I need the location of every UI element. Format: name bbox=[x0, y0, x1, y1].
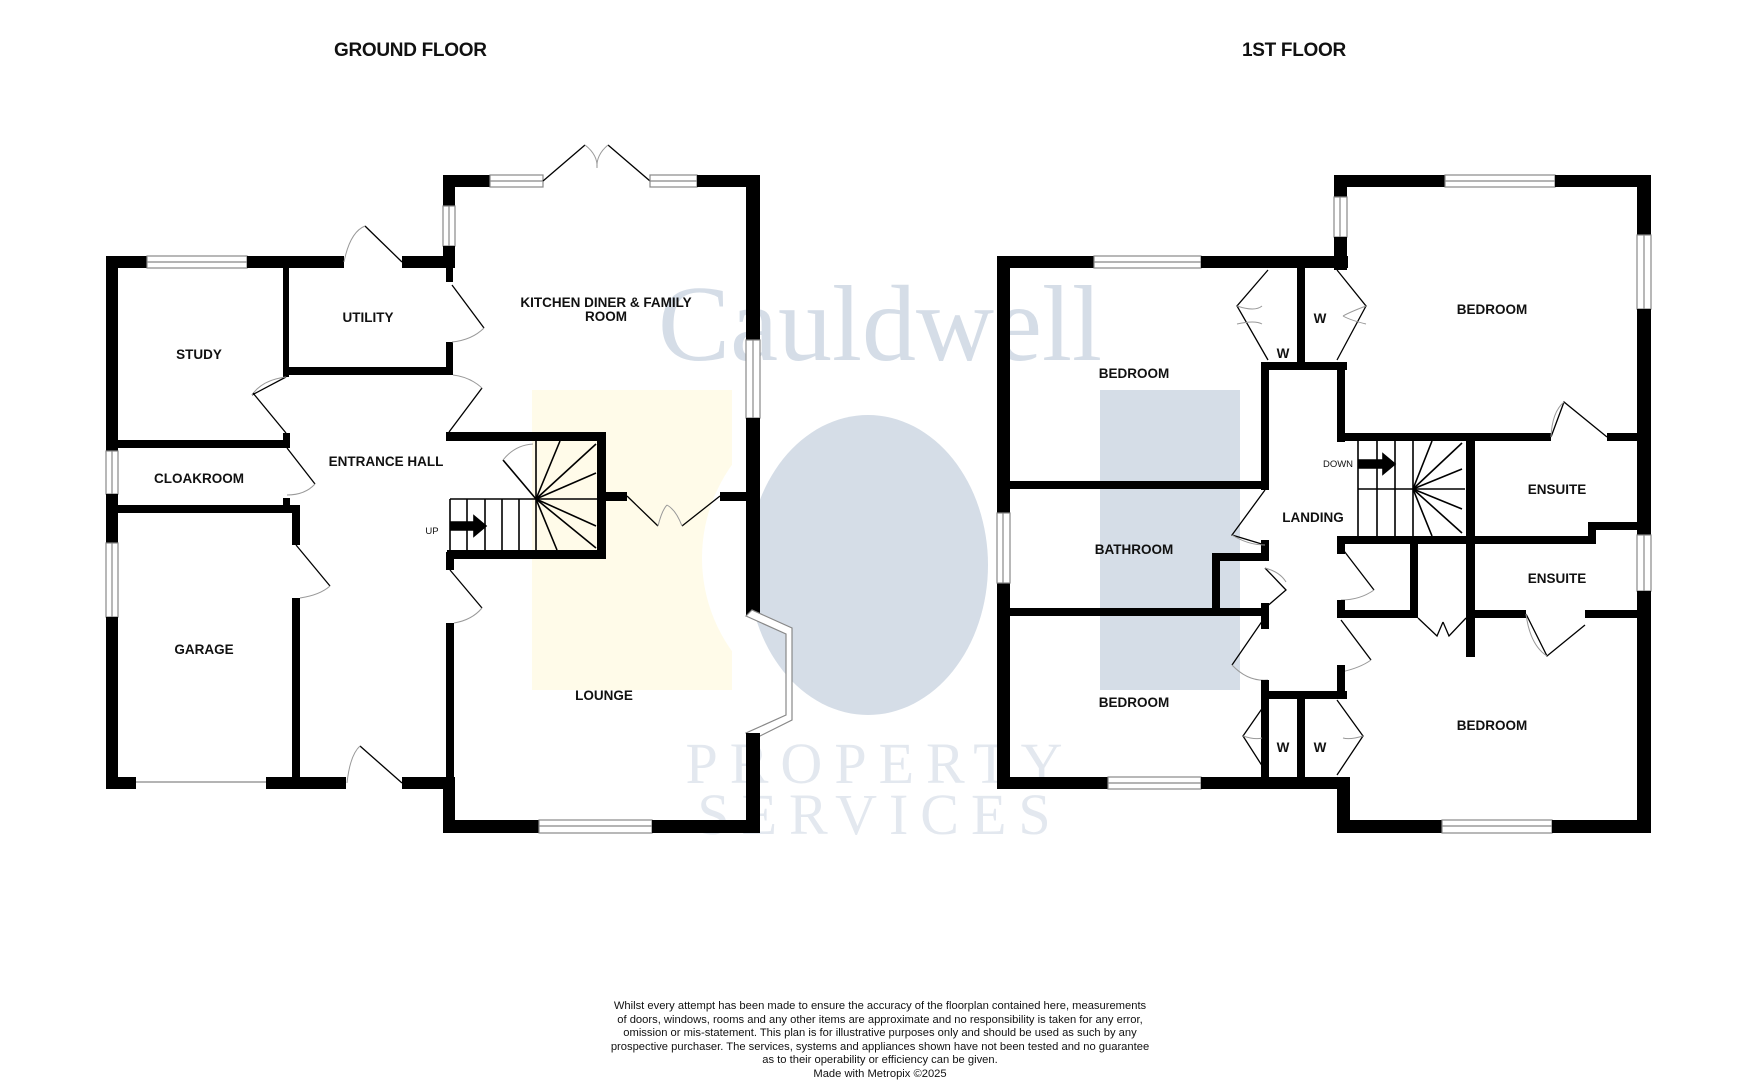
watermark-brand: Cauldwell bbox=[658, 265, 1102, 384]
ensuite-upper-label: ENSUITE bbox=[1528, 482, 1587, 497]
kitchen-label-2: ROOM bbox=[585, 309, 627, 324]
ground-floor-plan bbox=[105, 144, 793, 834]
study-label: STUDY bbox=[176, 347, 222, 362]
disclaimer-line: as to their operability or efficiency ca… bbox=[762, 1054, 998, 1067]
disclaimer-line: of doors, windows, rooms and any other i… bbox=[617, 1013, 1143, 1026]
watermark-circle bbox=[748, 415, 988, 715]
wardrobe-label-1: W bbox=[1277, 346, 1290, 361]
stairs-down-label: DOWN bbox=[1323, 459, 1353, 470]
lounge-label: LOUNGE bbox=[575, 688, 633, 703]
first-stairs bbox=[1357, 440, 1465, 537]
metropix-credit: Made with Metropix ©2025 bbox=[813, 1067, 947, 1080]
watermark: Cauldwell PROPERTY SERVICES bbox=[532, 265, 1240, 847]
first-floor-plan bbox=[996, 174, 1652, 834]
cloakroom-label: CLOAKROOM bbox=[154, 471, 244, 486]
bedroom-bottom-right-label: BEDROOM bbox=[1457, 718, 1528, 733]
bedroom-top-right-label: BEDROOM bbox=[1457, 302, 1528, 317]
utility-label: UTILITY bbox=[343, 310, 394, 325]
wardrobe-label-3: W bbox=[1277, 740, 1290, 755]
ground-stairs bbox=[449, 440, 600, 551]
watermark-blue-block bbox=[1100, 390, 1240, 690]
stairs-up-label: UP bbox=[425, 526, 438, 537]
disclaimer-line: omission or mis-statement. This plan is … bbox=[623, 1027, 1137, 1040]
ensuite-lower-label: ENSUITE bbox=[1528, 571, 1587, 586]
bedroom-top-left-label: BEDROOM bbox=[1099, 366, 1170, 381]
disclaimer-line: prospective purchaser. The services, sys… bbox=[610, 1040, 1150, 1053]
bedroom-bottom-left-label: BEDROOM bbox=[1099, 695, 1170, 710]
kitchen-label-1: KITCHEN DINER & FAMILY bbox=[520, 295, 691, 310]
wardrobe-label-2: W bbox=[1314, 311, 1327, 326]
ground-floor-title: GROUND FLOOR bbox=[334, 40, 487, 61]
entrance-hall-label: ENTRANCE HALL bbox=[329, 454, 444, 469]
garage-label: GARAGE bbox=[174, 642, 233, 657]
bathroom-label: BATHROOM bbox=[1095, 542, 1174, 557]
landing-label: LANDING bbox=[1282, 510, 1344, 525]
wardrobe-label-4: W bbox=[1314, 740, 1327, 755]
first-floor-title: 1ST FLOOR bbox=[1242, 40, 1346, 61]
disclaimer: Whilst every attempt has been made to en… bbox=[560, 1000, 1200, 1082]
disclaimer-line: Whilst every attempt has been made to en… bbox=[613, 1000, 1147, 1012]
